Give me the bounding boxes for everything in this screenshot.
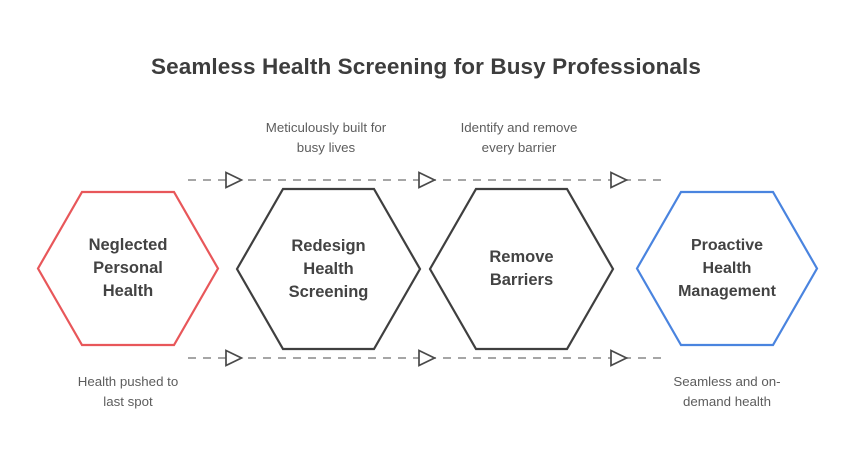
hexagon-outline-dark-icon — [428, 187, 615, 351]
hex-node-remove-barriers[interactable]: Remove Barriers — [428, 187, 615, 351]
caption-bottom-health-pushed-last: Health pushed to last spot — [77, 374, 179, 409]
hexagon-outline-dark-icon — [235, 187, 422, 351]
hexagon-outline-red-icon — [36, 190, 220, 347]
hexagon-outline-blue-icon — [635, 190, 819, 347]
connector-row-top — [188, 169, 664, 191]
dashed-arrow-flow-bottom-icon — [188, 349, 664, 367]
page-title: Seamless Health Screening for Busy Profe… — [150, 54, 701, 79]
caption-top-meticulously-built: Meticulously built for busy lives — [265, 120, 387, 155]
dashed-arrow-flow-top-icon — [188, 171, 664, 189]
hex-node-proactive-health-management[interactable]: Proactive Health Management — [635, 190, 819, 347]
connector-row-bottom — [188, 347, 664, 369]
caption-bottom-seamless-on-demand: Seamless and on- demand health — [673, 374, 781, 409]
caption-top-identify-remove-barrier: Identify and remove every barrier — [460, 120, 578, 155]
hex-node-neglected-personal-health[interactable]: Neglected Personal Health — [36, 190, 220, 347]
hex-node-redesign-health-screening[interactable]: Redesign Health Screening — [235, 187, 422, 351]
